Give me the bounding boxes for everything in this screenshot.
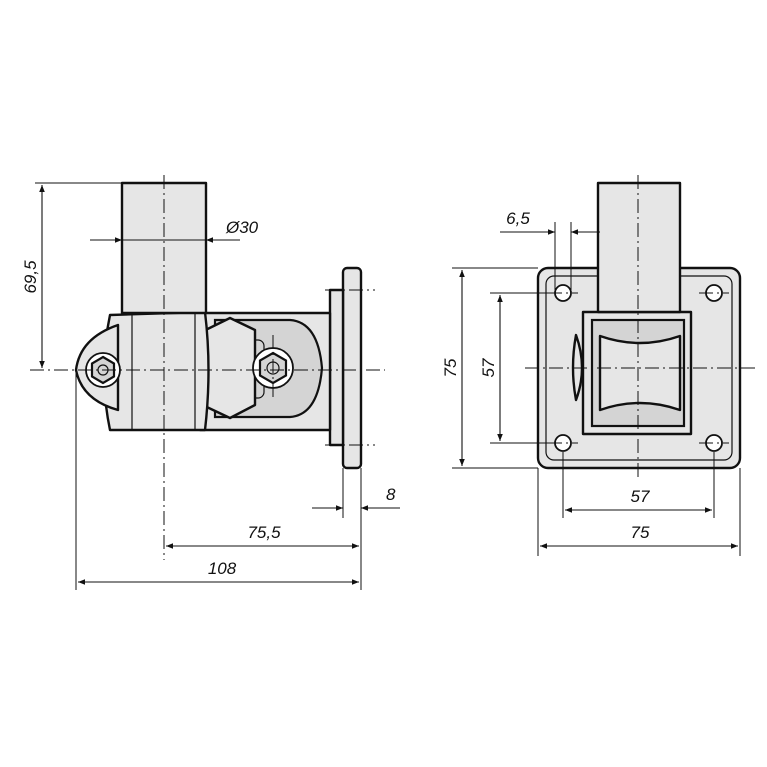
dim-plate-width-75: 75 xyxy=(631,523,650,542)
dim-hole-spacing-vertical-57: 57 xyxy=(479,358,498,377)
dim-diameter-30: Ø30 xyxy=(225,218,259,237)
roller xyxy=(598,334,682,412)
front-view-dimensions: 6,5 75 57 57 75 xyxy=(441,209,741,556)
side-view-dimensions: 69,5 Ø30 8 75,5 108 xyxy=(21,182,400,590)
dim-offset-75-5: 75,5 xyxy=(247,523,281,542)
front-tube xyxy=(596,181,682,314)
dim-height-69-5: 69,5 xyxy=(21,260,40,294)
dim-plate-height-75: 75 xyxy=(441,358,460,377)
front-view xyxy=(525,175,755,480)
wall-flange xyxy=(341,266,363,470)
dim-hole-spacing-horizontal-57: 57 xyxy=(631,487,650,506)
dim-length-108: 108 xyxy=(208,559,237,578)
dim-flange-8: 8 xyxy=(386,485,396,504)
side-view xyxy=(30,175,385,560)
dim-hole-6-5: 6,5 xyxy=(506,209,530,228)
flange-boss xyxy=(328,288,345,447)
